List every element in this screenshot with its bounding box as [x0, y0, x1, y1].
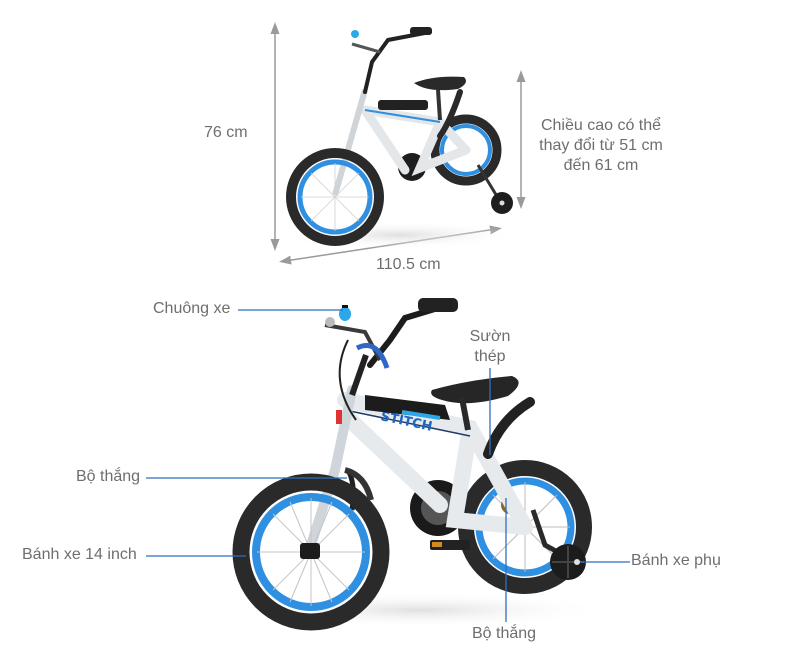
training-wheel-icon	[530, 509, 586, 580]
rear-wheel-icon	[430, 114, 502, 186]
training-wheel-icon	[476, 164, 513, 214]
seat-height-line-2: thay đổi từ 51 cm	[539, 137, 663, 154]
frame-label-line-2: thép	[474, 348, 506, 365]
height-label: 76 cm	[204, 124, 248, 141]
bicycle-large-illustration: STITCH	[230, 298, 610, 631]
handlebar-grip-icon	[418, 298, 458, 312]
seat-height-line-3: đến 61 cm	[563, 157, 639, 174]
rear-brake-label: Bộ thắng	[472, 625, 537, 642]
bell-icon	[339, 305, 351, 321]
training-wheel-label: Bánh xe phụ	[631, 552, 721, 569]
front-wheel-icon	[286, 148, 384, 246]
bicycle-small-illustration	[280, 27, 520, 249]
seat-height-line-1: Chiều cao có thể	[540, 117, 662, 134]
seat-height-label: Chiều cao có thể thay đổi từ 51 cm đến 6…	[528, 116, 674, 176]
wheel-label: Bánh xe 14 inch	[22, 546, 137, 563]
frame-label: Sườn thép	[462, 327, 518, 367]
length-label: 110.5 cm	[376, 256, 441, 273]
bell-icon	[351, 30, 359, 38]
front-brake-label: Bộ thắng	[76, 468, 141, 485]
frame-label-line-1: Sườn	[469, 328, 511, 345]
bell-label: Chuông xe	[153, 300, 231, 317]
front-wheel-icon	[232, 473, 390, 631]
